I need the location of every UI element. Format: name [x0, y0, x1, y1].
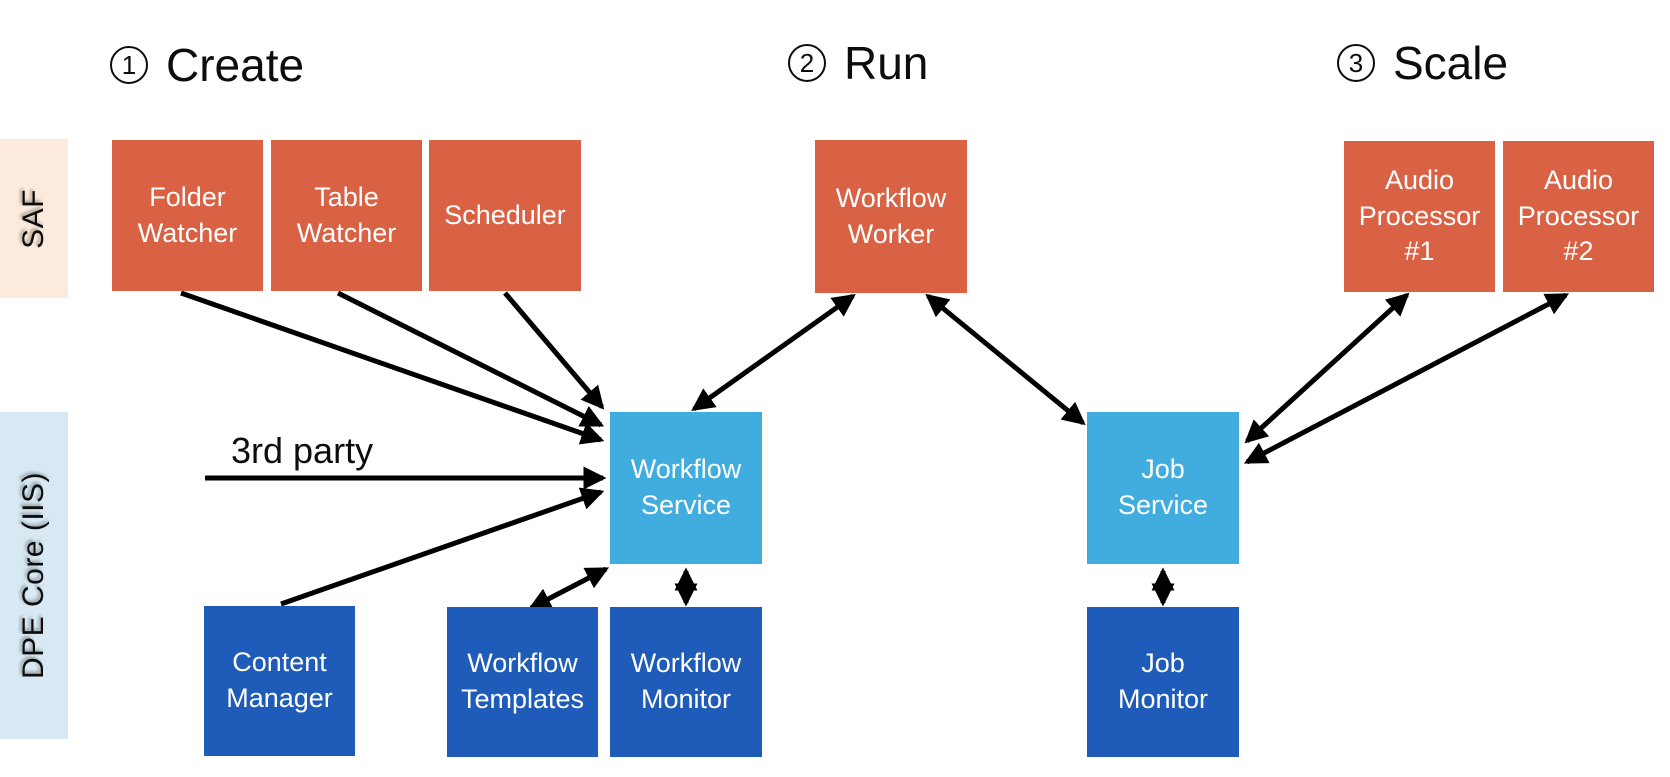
node-label: Job Monitor [1117, 648, 1209, 714]
header-scale-label: Scale [1393, 37, 1509, 89]
node-label: Workflow Templates [460, 648, 585, 714]
node-label: Workflow Service [630, 454, 742, 520]
node-label: Table Watcher [296, 181, 397, 248]
node-workflow-worker: Workflow Worker [815, 140, 967, 293]
circled-number-2: 2 [788, 44, 826, 82]
edge-content-manager-to-workflow-service [280, 487, 605, 607]
lane-saf-label: SAF [17, 188, 50, 249]
node-label: Scheduler [444, 199, 566, 230]
circled-number-1: 1 [110, 46, 148, 84]
node-label: Job Service [1117, 454, 1209, 520]
header-run: 2 Run [788, 40, 928, 86]
node-content-manager: Content Manager [204, 606, 355, 756]
node-label: Audio Processor #1 [1358, 164, 1481, 267]
node-audio-processor-1: Audio Processor #1 [1344, 141, 1495, 292]
header-scale: 3 Scale [1337, 40, 1508, 86]
node-label: Workflow Worker [835, 182, 947, 249]
node-workflow-templates: Workflow Templates [447, 607, 598, 757]
third-party-label: 3rd party [231, 430, 374, 471]
edge-workflow-service-to-workflow-worker [691, 293, 856, 412]
node-workflow-service: Workflow Service [610, 412, 762, 564]
lane-dpe-core-iis-label: DPE Core (IIS) [17, 471, 50, 680]
header-create-label: Create [166, 39, 305, 91]
edge-table-watcher-to-workflow-service [336, 290, 605, 428]
circled-number-3: 3 [1337, 44, 1375, 82]
header-create: 1 Create [110, 42, 304, 88]
node-job-monitor: Job Monitor [1087, 607, 1239, 757]
edge-folder-watcher-to-workflow-service [180, 290, 605, 445]
node-scheduler: Scheduler [429, 140, 581, 291]
node-label: Audio Processor #2 [1517, 164, 1640, 267]
header-run-label: Run [844, 37, 929, 89]
node-workflow-monitor: Workflow Monitor [610, 607, 762, 757]
node-label: Workflow Monitor [630, 648, 742, 714]
node-audio-processor-2: Audio Processor #2 [1503, 141, 1654, 292]
edge-scheduler-to-workflow-service [503, 291, 605, 410]
lane-saf: SAF [0, 139, 68, 298]
node-table-watcher: Table Watcher [271, 140, 422, 291]
edge-workflow-worker-to-job-service [925, 293, 1086, 426]
lane-dpe-core-iis: DPE Core (IIS) [0, 412, 68, 739]
node-label: Content Manager [226, 647, 333, 713]
node-job-service: Job Service [1087, 412, 1239, 564]
edge-job-service-to-audio-processor-2 [1243, 292, 1570, 465]
node-folder-watcher: Folder Watcher [112, 140, 263, 291]
edge-workflow-service-to-workflow-templates [527, 566, 610, 611]
node-label: Folder Watcher [137, 181, 238, 248]
